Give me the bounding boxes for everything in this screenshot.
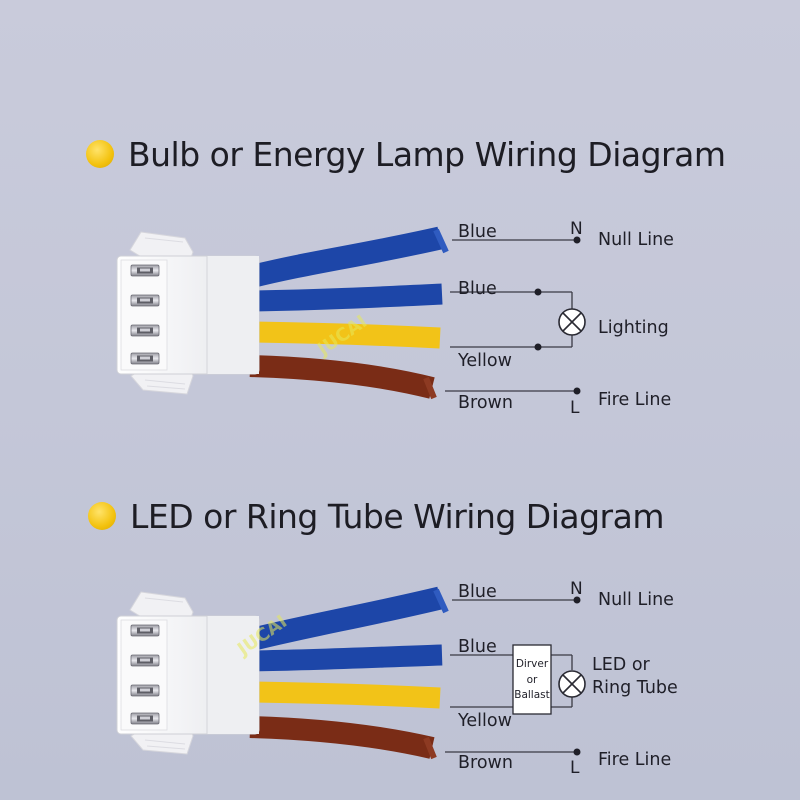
wire-yellow (249, 681, 441, 709)
fire-marker: L (570, 398, 580, 418)
wire-blue-load (249, 283, 443, 312)
led-wiring-diagram: JUCAI Dirver or Ballast Blue Blue (116, 579, 678, 778)
wire-label-blue: Blue (458, 222, 497, 242)
fire-line-label: Fire Line (598, 390, 671, 410)
wire-label-brown: Brown (458, 393, 513, 413)
load-label: Lighting (598, 318, 669, 338)
wire-brown (249, 716, 435, 759)
null-line-label: Null Line (598, 230, 674, 250)
wire-blue-null (247, 226, 443, 289)
null-marker: N (570, 579, 583, 599)
null-marker: N (570, 219, 583, 239)
yellow-bullet-icon (88, 502, 116, 530)
bulb-wiring-diagram: JUCAI Blue Blue Yellow Brown N L (116, 219, 674, 418)
driver-box-line: Dirver (516, 658, 549, 670)
fire-line-label: Fire Line (598, 750, 671, 770)
wire-blue-load (249, 644, 443, 672)
connector-housing (116, 231, 260, 395)
diagram-title-led: LED or Ring Tube Wiring Diagram (0, 486, 800, 546)
wire-label-yellow: Yellow (457, 351, 512, 371)
driver-ballast-box: Dirver or Ballast (512, 644, 552, 715)
wire-label-blue: Blue (458, 279, 497, 299)
wire-blue-null (247, 586, 443, 652)
load-label: LED or (592, 655, 651, 675)
fire-marker: L (570, 758, 580, 778)
wire-label-brown: Brown (458, 753, 513, 773)
wire-label-yellow: Yellow (457, 711, 512, 731)
lamp-icon (558, 670, 586, 698)
wire-label-blue: Blue (458, 637, 497, 657)
wire-label-blue: Blue (458, 582, 497, 602)
driver-box-line: or (527, 674, 538, 686)
wire-yellow (249, 321, 441, 349)
junction-dots (573, 596, 581, 756)
diagram-title-text: Bulb or Energy Lamp Wiring Diagram (128, 134, 726, 174)
diagram-title-text: LED or Ring Tube Wiring Diagram (130, 496, 664, 536)
circuit-lines (445, 239, 577, 392)
connector-housing (116, 591, 260, 755)
null-line-label: Null Line (598, 590, 674, 610)
driver-box-line: Ballast (514, 689, 550, 701)
junction-dots (534, 236, 581, 395)
diagram-title-bulb: Bulb or Energy Lamp Wiring Diagram (0, 124, 800, 184)
yellow-bullet-icon (86, 140, 114, 168)
load-label: Ring Tube (592, 678, 678, 698)
circuit-lines (445, 599, 577, 753)
lamp-icon (558, 308, 586, 336)
wire-brown (249, 355, 435, 399)
